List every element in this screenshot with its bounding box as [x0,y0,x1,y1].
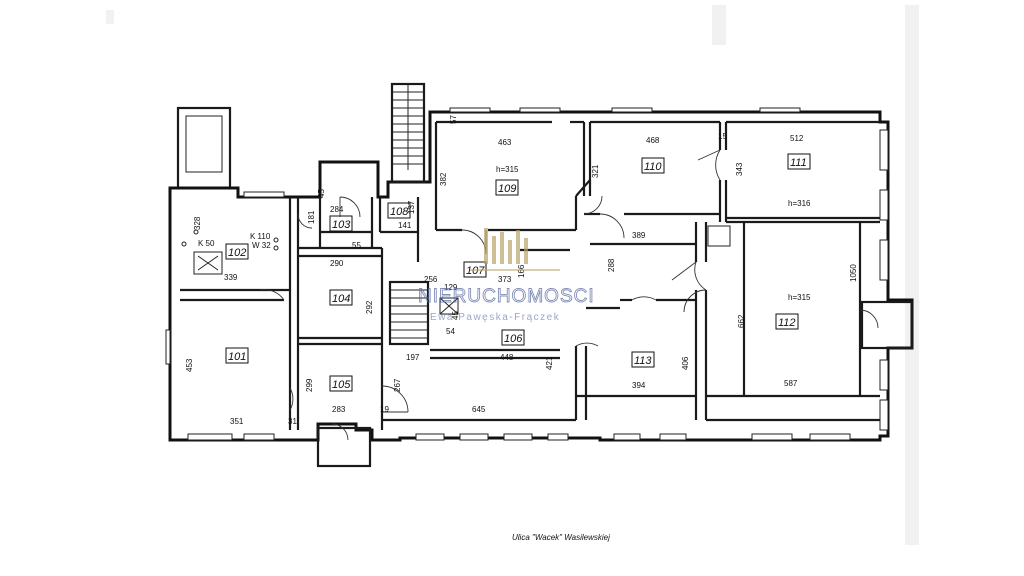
dim-57: 57 [449,115,458,124]
dim-45b: 45 [451,311,460,320]
dim-587: 587 [784,379,798,388]
room-label-102: 102 [228,247,246,259]
room-label-110: 110 [644,161,662,173]
kitchen-fixtures [181,229,279,275]
street-label: Ulica "Wacek" Wasilewskiej [512,533,610,542]
room-label-104: 104 [332,293,350,305]
dim-421: 421 [545,356,554,370]
room-label-113: 113 [634,355,652,367]
scan-artifact [106,10,114,24]
room-label-108: 108 [390,206,409,218]
height-109: h=315 [496,165,519,174]
staircase-inner [388,280,430,346]
room-label-103: 103 [332,219,351,231]
dim-19: 19 [380,405,389,414]
dim-197: 197 [406,353,420,362]
dim-645: 645 [472,405,486,414]
dim-54: 54 [446,327,455,336]
dim-284: 284 [330,205,344,214]
balcony-inner [185,115,223,173]
room-label-112: 112 [778,317,796,329]
elevator-shaft [439,297,459,315]
dim-1050: 1050 [849,264,858,282]
dim-45: 45 [317,189,326,198]
height-111: h=316 [788,199,811,208]
dim-394: 394 [632,381,646,390]
dimension-labels: 463 468 512 15 57 382 321 343 328 45 284… [185,115,858,426]
dim-448: 448 [500,353,514,362]
dim-343: 343 [735,162,744,176]
dim-321: 321 [591,164,600,178]
dim-141: 141 [398,221,412,230]
dim-299: 299 [305,378,314,392]
dim-662: 662 [737,314,746,328]
dim-288: 288 [607,258,616,272]
scan-artifact [712,5,726,45]
dim-256: 256 [424,275,438,284]
dim-292: 292 [365,300,374,314]
dim-351: 351 [230,417,244,426]
dim-373: 373 [498,275,512,284]
dim-283: 283 [332,405,346,414]
watermark-main: NIERUCHOMOSCI [418,286,595,307]
dim-166: 166 [517,264,526,278]
stair-treads-inner [390,289,428,339]
dim-389: 389 [632,231,646,240]
windows [165,107,889,441]
dim-181: 181 [307,210,316,224]
dim-290: 290 [330,259,344,268]
stair-treads [392,84,424,170]
dim-463: 463 [498,138,512,147]
watermark-sub: Ewa Pawęska-Frączek [430,312,560,323]
dim-406: 406 [681,356,690,370]
doors [259,149,879,441]
dim-55: 55 [352,241,361,250]
dim-137: 137 [407,200,416,214]
stove-fixture [707,225,731,247]
dim-468: 468 [646,136,660,145]
room-label-101: 101 [228,351,246,363]
dim-339: 339 [224,273,238,282]
dim-453: 453 [185,358,194,372]
room-labels: 102 103 108 109 110 111 107 104 106 101 … [225,153,811,392]
dim-512: 512 [790,134,804,143]
watermark: NIERUCHOMOSCI Ewa Pawęska-Frączek [418,228,595,323]
room-label-111: 111 [790,157,807,169]
room-label-109: 109 [498,183,516,195]
dim-15: 15 [718,132,727,141]
room-label-105: 105 [332,379,351,391]
scan-artifact [905,5,919,545]
dim-382: 382 [439,172,448,186]
room-label-107: 107 [466,265,485,277]
interior-walls [180,120,880,430]
fixture-k110: K 110 [250,232,271,241]
fixture-k50: K 50 [198,239,215,248]
entrance-porch [316,426,372,468]
room-label-106: 106 [504,333,523,345]
dim-267: 267 [393,378,402,392]
dim-328: 328 [193,216,202,230]
side-porch [860,300,914,350]
fixture-w32: W 32 [252,241,271,250]
dim-31: 31 [288,417,297,426]
height-112: h=315 [788,293,811,302]
dim-129: 129 [444,283,458,292]
